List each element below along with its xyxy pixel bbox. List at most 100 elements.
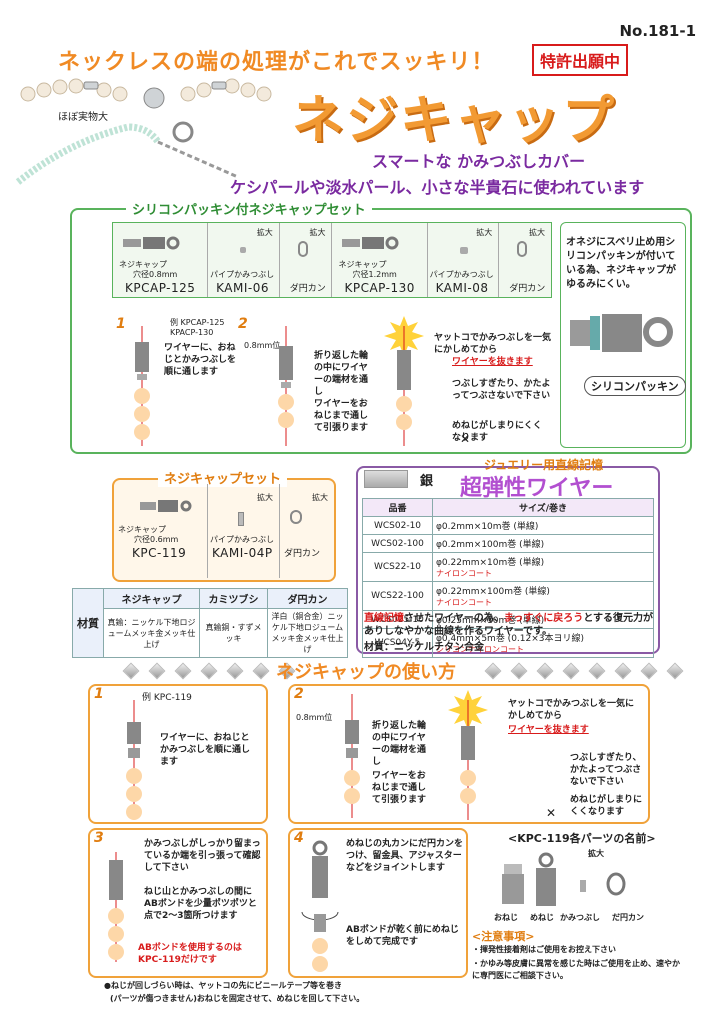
part-kpcap-130: ネジキャップ 穴径1.2mm KPCAP-130 [332, 223, 428, 297]
silicone-set-title: シリコンパッキン付ネジキャップセット [126, 199, 372, 218]
usage-step4-box [288, 828, 468, 978]
part-name: おねじ [494, 913, 518, 922]
oval-ring-icon [290, 510, 302, 524]
wire-desc-text: させたワイヤーの為、 [404, 613, 504, 624]
wire-size-text: φ0.22mm×100m巻 (単線) [436, 587, 550, 597]
oval-ring-icon [517, 241, 528, 257]
decor-row-right [480, 662, 684, 681]
step-number: 2 [294, 686, 304, 702]
silicone-set-box [70, 208, 692, 454]
screw-cap-icon [140, 500, 192, 512]
part-name: ネジキャップ [118, 525, 166, 534]
part-oval-ring: 拡大 ダ円カン [280, 223, 333, 297]
wire-size: φ0.2mm×100m巻 (単線) [432, 534, 654, 553]
wire-note: シリコンナイロンコート [436, 645, 524, 654]
material-cell: 真鍮銅・すずメッキ [199, 608, 268, 658]
step1-text: ワイヤーに、おねじとかみつぶしを順に通します [164, 343, 237, 377]
wire-note: ナイロンコート [436, 569, 492, 578]
caution-title: <注意事項> [472, 930, 535, 943]
part-kami-06: 拡大 パイプかみつぶし KAMI-06 [208, 223, 280, 297]
wire-size: φ0.22mm×10m巻 (単線)ナイロンコート [432, 552, 654, 582]
silicone-note-box [560, 222, 686, 448]
usage-step2-text3: ヤットコでかみつぶしを一気にかしめてから [508, 699, 635, 721]
kpc-set-title: ネジキャップセット [158, 468, 288, 487]
part-kami-04p: 拡大 パイプかみつぶし KAMI-04P [208, 484, 280, 578]
usage-step2-warn1: つぶしすぎたり、かたよってつぶさないで下さい [570, 753, 642, 787]
parts-zoom: 拡大 [588, 849, 604, 858]
cross-mark-icon: ✕ [460, 432, 471, 446]
usage-step2-box [288, 684, 650, 824]
material-row-header: 材質 [72, 588, 104, 658]
usage-step3-text2: ねじ山とかみつぶしの間にABボンドを少量ポツポツと点で2～3箇所つけます [144, 887, 257, 921]
material-table: 材質 ネジキャップ カミツブシ ダ円カン 真鍮：ニッケル下地ロジュームメッキ金メ… [72, 588, 348, 658]
wire-header: 品番 [362, 498, 433, 517]
oval-ring-icon [297, 241, 308, 257]
usage-step4-illustration [301, 840, 339, 972]
step3-text1: ヤットコでかみつぶしを一気にかしめてから [434, 333, 552, 355]
wire-description: 直線記憶させたワイヤーの為、まっすぐに戻ろうとする復元力がありしなやかな曲線を作… [364, 612, 654, 638]
usage-step1-example: 例 KPC-119 [142, 693, 192, 703]
part-name: ダ円カン [284, 549, 321, 559]
wire-size-text: φ0.4mm×5m巻 (0.12×3本ヨリ線) [436, 634, 585, 644]
part-name: ダ円カン [289, 284, 326, 294]
caution-1: ・揮発性接着剤はご使用をお控え下さい [472, 945, 616, 954]
wire-desc-text: とする復元力がありしなやかな曲線を作るワイヤーです。 [364, 613, 654, 637]
step1-example: 例 KPCAP-125 KPACP-130 [170, 318, 225, 337]
usage-step2-text2: ワイヤーをおねじまで通して引張ります [372, 771, 427, 805]
usage-step3-illustration [108, 852, 124, 962]
zoom-label: 拡大 [309, 228, 326, 237]
screw-cap-icon [342, 236, 399, 250]
necklace-illustration [15, 78, 272, 185]
wire-code: WCS02-100 [362, 534, 433, 553]
parts-title: <KPC-119各パーツの名前> [508, 832, 656, 845]
wire-title: 超弾性ワイヤー [460, 476, 614, 501]
part-code: KAMI-04P [212, 546, 273, 560]
part-name: ネジキャップ [338, 260, 387, 269]
step-number: 3 [94, 830, 104, 846]
usage-step1-text: ワイヤーに、おねじとかみつぶしを順に通します [160, 733, 251, 767]
part-name: パイプかみつぶし [210, 535, 274, 544]
subtitle-1: スマートな かみつぶしカバー [372, 152, 586, 171]
zoom-label: 拡大 [312, 493, 328, 502]
part-sub: 穴径1.2mm [352, 270, 397, 279]
wire-color-label: 銀 [420, 474, 434, 489]
part-name: ネジキャップ [119, 260, 167, 269]
wire-header: サイズ/巻き [432, 498, 654, 517]
step3-illustration [384, 316, 424, 446]
patent-badge: 特許出願中 [532, 44, 629, 76]
wire-coil-icon [364, 470, 408, 488]
step2-mm: 0.8mm位 [244, 341, 281, 350]
part-code: KAMI-08 [435, 281, 489, 295]
part-code: KPC-119 [132, 546, 187, 560]
usage-step4-text1: めねじの丸カンにだ円カンをつけ、留金具、アジャスターなどをジョイントします [346, 839, 464, 873]
part-code: KPCAP-130 [344, 281, 415, 295]
step-number: 1 [116, 316, 126, 332]
part-name: パイプかみつぶし [429, 270, 494, 279]
decor-row-left [118, 662, 298, 681]
usage-step2-illustration [344, 694, 360, 818]
crimp-bead-icon [459, 247, 468, 254]
wire-code: WCS02-10 [362, 516, 433, 535]
cross-mark-icon: ✕ [546, 806, 557, 820]
usage-title: ネジキャップの使い方 [276, 662, 456, 683]
packing-label: シリコンパッキン [584, 376, 686, 396]
wire-note: ナイロンコート [436, 598, 492, 607]
usage-step1-illustration [126, 700, 142, 820]
part-oval-ring: 拡大 ダ円カン [499, 223, 551, 297]
wire-size: φ0.4mm×5m巻 (0.12×3本ヨリ線)シリコンナイロンコート [432, 628, 654, 658]
step3-text2: ワイヤーを抜きます [452, 357, 533, 367]
zoom-label: 拡大 [476, 228, 493, 237]
material-cell: 洋白（銅合金）ニッケル下地ロジュームメッキ金メッキ仕上げ [267, 608, 348, 658]
step2-text2: ワイヤーをおねじまで通して引張ります [314, 399, 369, 433]
usage-step2-text1: 折り返した輪の中にワイヤーの端材を通し [372, 721, 427, 767]
step1-illustration [134, 326, 150, 446]
material-header: ネジキャップ [103, 588, 200, 609]
part-name: パイプかみつぶし [210, 270, 275, 279]
usage-step3-red: ABボンドを使用するのはKPC-119だけです [138, 943, 242, 965]
part-code: KAMI-06 [216, 281, 269, 295]
usage-step4-text2: ABボンドが乾く前にめねじをしめて完成です [346, 925, 459, 947]
product-title: ネジキャップ [292, 91, 617, 151]
wire-code: WCS22-100 [362, 581, 433, 611]
usage-step2-mm: 0.8mm位 [296, 713, 333, 722]
